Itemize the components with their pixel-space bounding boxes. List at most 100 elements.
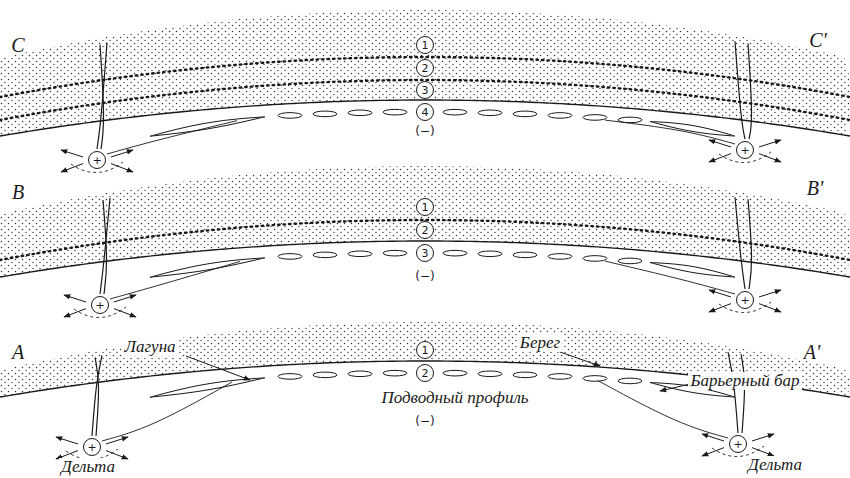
land-band bbox=[0, 322, 850, 397]
drift-arrow bbox=[64, 309, 86, 317]
section-letter: B' bbox=[805, 178, 826, 199]
barrier-bar bbox=[513, 372, 537, 378]
sign-label: (−) bbox=[413, 125, 436, 138]
term-label: Подводный профиль bbox=[379, 389, 530, 407]
callout-circle: 1 bbox=[416, 341, 434, 359]
drift-arrow bbox=[114, 295, 136, 302]
barrier-bar bbox=[583, 376, 607, 382]
callout-number: 1 bbox=[422, 40, 429, 51]
callout-number: 2 bbox=[422, 63, 429, 74]
panels bbox=[0, 10, 850, 460]
callout-circle: + bbox=[736, 291, 754, 309]
drift-arrow bbox=[759, 140, 781, 147]
drift-arrow bbox=[709, 154, 731, 162]
barrier-bar bbox=[548, 113, 572, 119]
barrier-bar bbox=[548, 374, 572, 380]
drift-arrow bbox=[759, 154, 781, 162]
drift-arrow bbox=[709, 140, 731, 147]
callout-number: 2 bbox=[422, 225, 429, 236]
term-label: Лагуна bbox=[122, 338, 177, 356]
barrier-bar bbox=[513, 111, 537, 117]
river bbox=[103, 200, 107, 294]
callout-number: + bbox=[95, 300, 104, 311]
barrier-bar bbox=[618, 378, 642, 384]
spit-line bbox=[605, 120, 735, 144]
callout-number: + bbox=[740, 295, 749, 306]
river bbox=[735, 41, 745, 139]
drift-arrow bbox=[702, 448, 724, 456]
callout-number: 4 bbox=[422, 107, 429, 118]
leader-line bbox=[660, 384, 690, 391]
callout-number: 2 bbox=[422, 368, 429, 379]
callout-circle: 1 bbox=[416, 36, 434, 54]
old-shoreline bbox=[0, 57, 850, 97]
spit-line bbox=[110, 261, 240, 299]
sign-label: (−) bbox=[413, 270, 436, 283]
callout-circle: 3 bbox=[416, 244, 434, 262]
leader-line bbox=[560, 352, 600, 366]
barrier-bar bbox=[548, 254, 572, 260]
callout-number: 1 bbox=[422, 345, 429, 356]
callout-number: 1 bbox=[422, 202, 429, 213]
drift-arrow bbox=[709, 290, 731, 297]
drift-arrow bbox=[702, 434, 724, 441]
river bbox=[741, 354, 745, 433]
drift-arrow bbox=[709, 304, 731, 312]
callout-circle: + bbox=[729, 435, 747, 453]
drift-arrow bbox=[61, 164, 83, 172]
drift-arrow bbox=[64, 295, 86, 302]
spit-line bbox=[102, 382, 232, 441]
coast-panel bbox=[0, 322, 850, 460]
barrier-bar bbox=[478, 251, 502, 257]
drift-arrow bbox=[752, 448, 774, 456]
drift-arrow bbox=[752, 434, 774, 441]
section-letter: C bbox=[9, 35, 26, 56]
river bbox=[100, 198, 110, 294]
river bbox=[100, 45, 104, 149]
drift-arrow bbox=[759, 304, 781, 312]
term-label: Дельта bbox=[59, 458, 117, 476]
callout-circle: + bbox=[83, 438, 101, 456]
barrier-bar bbox=[443, 370, 467, 376]
callout-number: 3 bbox=[422, 248, 429, 259]
drift-arrow bbox=[61, 150, 83, 157]
callout-number: 3 bbox=[422, 85, 429, 96]
river bbox=[728, 352, 738, 433]
barrier-bar bbox=[348, 251, 372, 257]
river bbox=[95, 357, 99, 436]
old-shoreline bbox=[0, 220, 850, 260]
barrier-bar bbox=[383, 370, 407, 376]
callout-circle: + bbox=[91, 296, 109, 314]
drift-arrow bbox=[56, 437, 78, 444]
callout-number: + bbox=[92, 155, 101, 166]
barrier-bar bbox=[348, 371, 372, 377]
barrier-bar bbox=[478, 110, 502, 116]
barrier-bar bbox=[583, 256, 607, 262]
callout-circle: + bbox=[88, 151, 106, 169]
callout-circle: 4 bbox=[416, 103, 434, 121]
spit-line bbox=[605, 261, 735, 294]
river bbox=[735, 197, 745, 289]
river bbox=[92, 355, 102, 436]
callout-number: + bbox=[87, 442, 96, 453]
sign-label: (−) bbox=[413, 415, 436, 428]
term-label: Дельта bbox=[746, 456, 804, 474]
river bbox=[748, 43, 752, 139]
callout-number: + bbox=[733, 439, 742, 450]
section-letter: A' bbox=[802, 342, 823, 363]
barrier-bar bbox=[313, 372, 337, 378]
barrier-bar bbox=[478, 371, 502, 377]
barrier-bar bbox=[313, 252, 337, 258]
river bbox=[748, 199, 752, 289]
barrier-bar bbox=[383, 250, 407, 256]
lagoon-lens bbox=[150, 117, 265, 136]
section-letter: B bbox=[10, 182, 26, 203]
barrier-bar bbox=[278, 113, 302, 119]
spit-line bbox=[107, 121, 237, 154]
drift-arrow bbox=[106, 437, 128, 444]
term-label: Барьерный бар bbox=[688, 372, 801, 390]
callout-circle: 2 bbox=[416, 59, 434, 77]
section-letter: A bbox=[10, 342, 26, 363]
lagoon-lens bbox=[150, 258, 265, 277]
land-band bbox=[0, 10, 850, 136]
